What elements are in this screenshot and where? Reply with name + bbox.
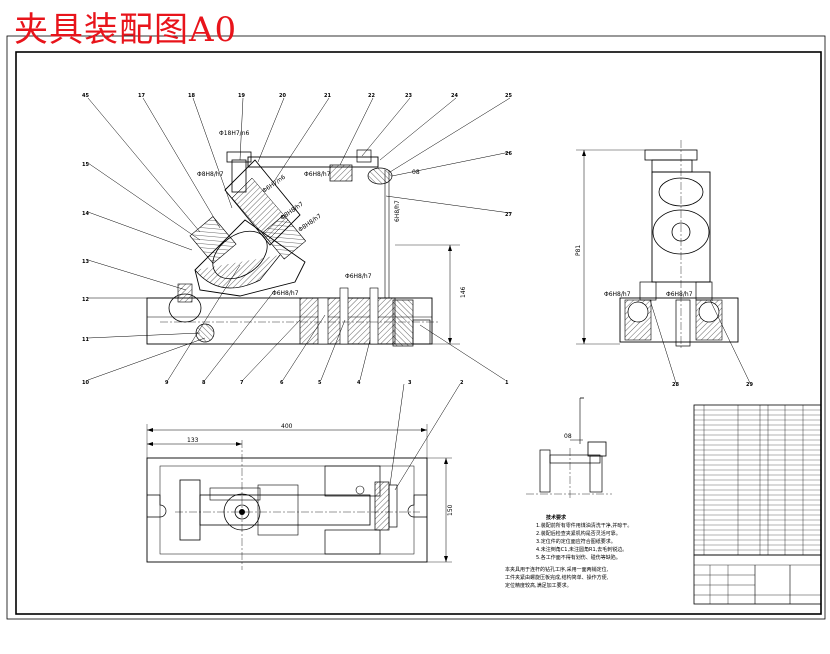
balloon-4: 4 [357, 380, 361, 386]
bottom-note-line: 本夹具用于连杆的钻孔工序,采用一面两销定位, [505, 567, 609, 573]
note-line: 3.定位件的定位面应符合图纸要求。 [536, 539, 616, 545]
balloon-18: 18 [188, 93, 195, 99]
note-line: 4.未注倒角C1,未注圆角R1,去毛刺锐边。 [536, 547, 628, 553]
dim-400: 400 [281, 423, 293, 430]
balloon-13: 13 [82, 259, 89, 265]
balloon-27: 27 [505, 212, 512, 218]
fit-label: Φ8H8/h7 [197, 171, 224, 178]
balloon-28: 28 [672, 382, 679, 388]
balloon-1: 1 [505, 380, 509, 386]
note-line: 2.装配后检查夹紧机构是否灵活可靠。 [536, 531, 621, 537]
balloons-right: 26 27 [505, 151, 512, 218]
leader-lines [87, 97, 511, 381]
balloon-25: 25 [505, 93, 512, 99]
notes-heading: 技术要求 [546, 515, 567, 521]
bottom-note-block: 本夹具用于连杆的钻孔工序,采用一面两销定位, 工件夹紧由螺旋压板完成,结构简单、… [505, 566, 675, 590]
balloon-19: 19 [238, 93, 245, 99]
note-line: 1.装配前所有零件用煤油清洗干净,并晾干。 [536, 523, 633, 529]
note-line: 5.各工作面不得有划伤、碰伤等缺陷。 [536, 555, 621, 561]
top-view: 400 133 150 [146, 383, 461, 570]
bottom-note-line: 工件夹紧由螺旋压板完成,结构简单、操作方便, [505, 575, 609, 581]
parts-list-rows [694, 409, 821, 551]
fit-label: Φ6H7/n6 [261, 174, 287, 195]
balloon-26: 26 [505, 151, 512, 157]
balloon-8: 8 [202, 380, 206, 386]
dim-146: 146 [460, 286, 467, 298]
balloon-15: 15 [82, 162, 89, 168]
detail-label-08: 08 [564, 433, 572, 440]
balloons-bottom: 10 9 8 7 6 5 4 3 2 1 [82, 380, 509, 386]
balloon-5: 5 [318, 380, 322, 386]
title-block [693, 554, 822, 605]
balloons-left: 15 14 13 12 11 [82, 162, 89, 343]
balloon-17: 17 [138, 93, 145, 99]
bottom-note-line: 定位精度较高,满足加工要求。 [505, 583, 572, 589]
front-view: 146 [146, 149, 467, 347]
fit-label: 6H8/h7 [394, 200, 401, 222]
dim-133: 133 [187, 437, 199, 444]
balloon-21: 21 [324, 93, 331, 99]
parts-list [693, 404, 822, 556]
fit-label: Φ6H8/h7 [666, 291, 693, 298]
balloons-top: 45 17 18 19 20 21 22 23 24 25 [82, 93, 512, 99]
balloon-9: 9 [165, 380, 169, 386]
inner-frame [15, 51, 822, 615]
fit-label: Φ6H8/h7 [304, 171, 331, 178]
balloon-7: 7 [240, 380, 244, 386]
balloon-10: 10 [82, 380, 89, 386]
balloon-20: 20 [279, 93, 286, 99]
balloon-2: 2 [460, 380, 464, 386]
dim-side-height: P81 [575, 245, 582, 256]
balloon-29: 29 [746, 382, 753, 388]
balloon-23: 23 [405, 93, 412, 99]
notes-block: 技术要求 1.装配前所有零件用煤油清洗干净,并晾干。 2.装配后检查夹紧机构是否… [536, 514, 686, 562]
outer-frame [6, 35, 826, 620]
balloon-45: 45 [82, 93, 89, 99]
dim-150: 150 [447, 504, 454, 516]
balloon-6: 6 [280, 380, 284, 386]
fit-label: Φ8H8/h7 [297, 213, 323, 234]
balloon-24: 24 [451, 93, 458, 99]
fit-label: Φ6H8/h7 [345, 273, 372, 280]
balloon-11: 11 [82, 337, 89, 343]
fit-label: Φ8H8/h7 [279, 201, 305, 222]
balloon-12: 12 [82, 297, 89, 303]
balloon-14: 14 [82, 211, 89, 217]
side-view: P81 Φ6H8/h7 Φ6H8/h7 28 29 [575, 140, 753, 388]
balloon-3: 3 [408, 380, 412, 386]
page-title: 夹具装配图A0 [14, 10, 238, 50]
fit-label: Φ6H8/h7 [272, 290, 299, 297]
balloon-22: 22 [368, 93, 375, 99]
fit-label: Φ18H7/n6 [219, 130, 250, 137]
fit-label: Φ6H8/h7 [604, 291, 631, 298]
fit-label-08: 08 [412, 169, 420, 176]
detail-view: 08 [526, 397, 612, 500]
